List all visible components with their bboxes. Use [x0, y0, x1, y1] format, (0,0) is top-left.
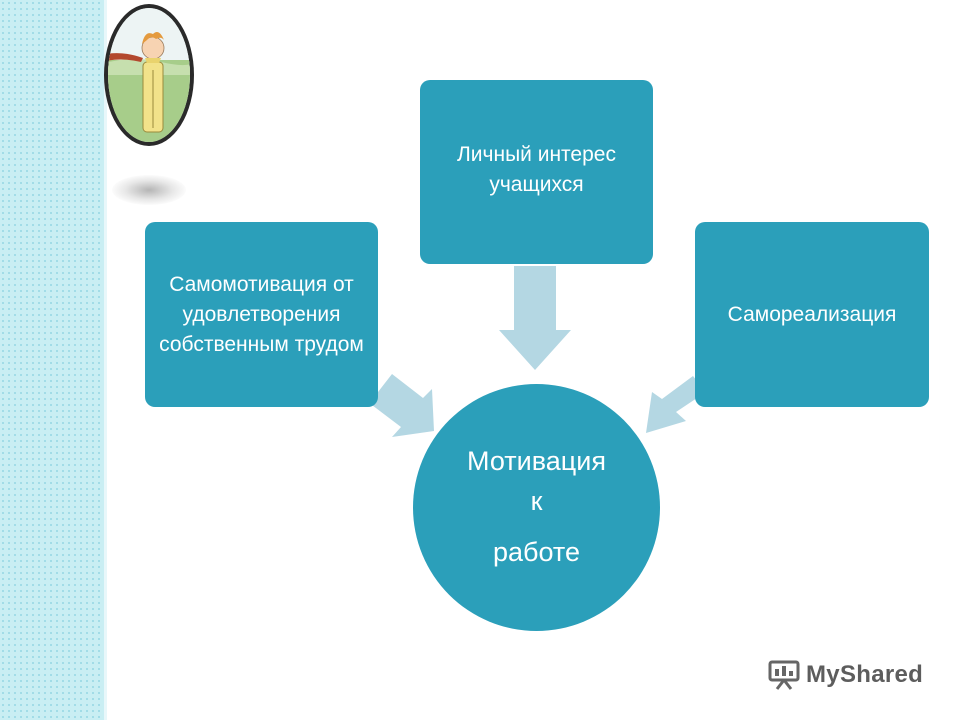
center-label-line-3: работе [493, 537, 580, 567]
myshared-logo-text: MyShared [806, 661, 924, 688]
node-self-motivation-label: Самомотивация от удовлетворения собствен… [159, 272, 364, 356]
node-self-realization: Самореализация [695, 222, 929, 407]
node-self-motivation: Самомотивация от удовлетворения собствен… [145, 222, 378, 407]
presentation-board-icon [768, 660, 800, 690]
side-strip-edge [104, 0, 107, 720]
decorative-shadow [112, 175, 186, 205]
node-self-realization-label: Самореализация [727, 302, 897, 326]
node-personal-interest-label: Личный интерес учащихся [457, 143, 616, 196]
myshared-logo[interactable]: MyShared [768, 657, 923, 693]
arrow-down [499, 266, 571, 370]
node-personal-interest: Личный интерес учащихся [420, 80, 653, 264]
little-prince-portrait-icon [104, 4, 194, 146]
arrow-from-left [368, 374, 434, 437]
decorative-side-strip [0, 0, 104, 720]
center-label-line-1: Мотивация [467, 446, 606, 476]
node-motivation-to-work: Мотивация к работе [413, 384, 660, 631]
arrow-from-right [646, 376, 706, 433]
center-label-line-2: к [530, 486, 543, 516]
